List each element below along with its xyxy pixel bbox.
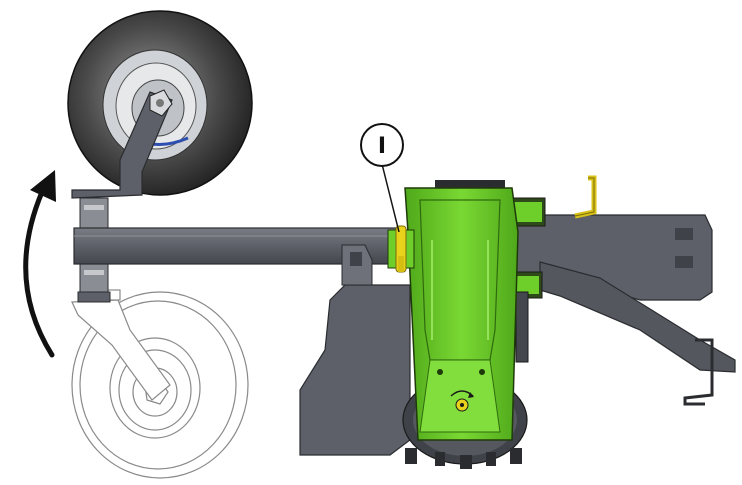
rotation-symbol-icon [450,390,474,412]
transport-wheel-lowered [71,289,249,479]
wheel-pivot-column [77,197,111,303]
rotation-arrow-icon [23,170,56,358]
callout-label: I [378,134,386,159]
mounting-plate [299,244,411,456]
transport-wheel-raised [67,10,253,199]
green-gearbox-housing [404,180,519,441]
locking-pin-assembly [387,225,415,273]
callout-i: I [360,123,404,233]
